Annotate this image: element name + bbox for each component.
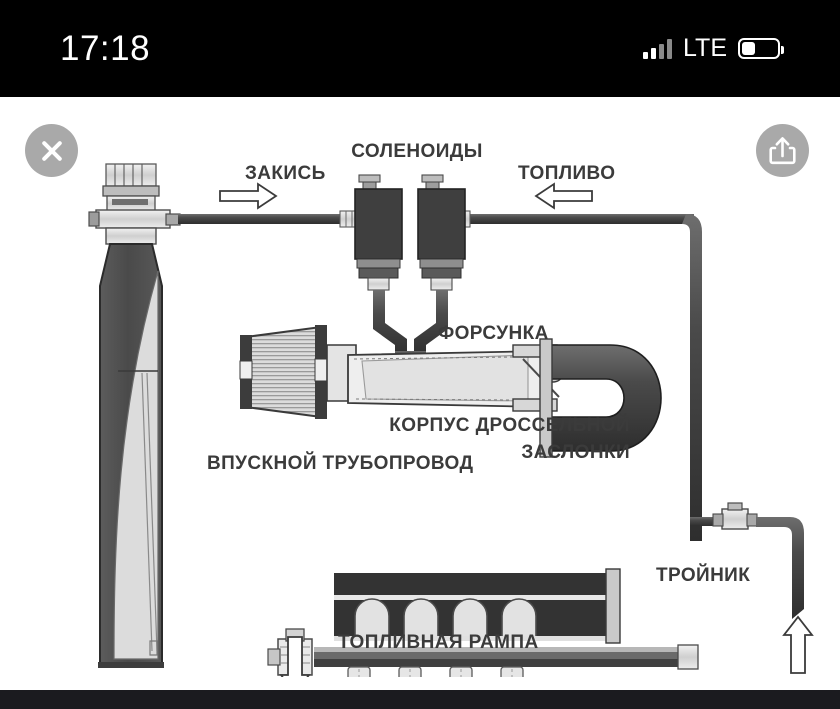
nitrous-system-diagram: NOS: [14, 111, 826, 677]
label-nozzle: ФОРСУНКА: [438, 323, 549, 344]
signal-bars-icon: [643, 38, 672, 59]
share-icon: [769, 137, 796, 165]
label-throttle-body-line2: ЗАСЛОНКИ: [521, 442, 630, 463]
intake-manifold: [334, 568, 621, 644]
nitrous-flow-arrow: [219, 182, 278, 210]
label-bottle: NOS: [112, 676, 150, 677]
label-nitrous: ЗАКИСЬ: [245, 163, 326, 184]
network-type-label: LTE: [683, 34, 727, 62]
fuel-rail: [314, 644, 699, 677]
share-button[interactable]: [756, 124, 809, 177]
return-down-arrow: [279, 636, 311, 677]
fuel-solenoid: [417, 174, 466, 291]
throttle-body: [347, 344, 563, 412]
diagram-image[interactable]: NOS: [14, 111, 826, 677]
supply-up-arrow: [782, 615, 814, 674]
label-fuel: ТОПЛИВО: [518, 163, 615, 184]
label-throttle-body-line1: КОРПУС ДРОССЕЛЬНОЙ: [389, 414, 630, 436]
status-bar-indicators: LTE: [643, 34, 784, 63]
nos-bottle: [88, 163, 181, 668]
intake-clamp: [539, 338, 553, 458]
tee-fitting: [690, 502, 804, 619]
label-tee: ТРОЙНИК: [656, 564, 750, 586]
bottom-bar: [0, 690, 840, 709]
status-bar: 17:18 LTE: [0, 0, 840, 97]
close-icon: [39, 138, 65, 164]
intake-u-bend: [547, 344, 662, 452]
label-fuel-rail: ТОПЛИВНАЯ РАМПА: [338, 632, 539, 653]
label-intake-manifold: ВПУСКНОЙ ТРУБОПРОВОД: [207, 452, 473, 474]
close-button[interactable]: [25, 124, 78, 177]
fuel-flow-arrow: [534, 182, 593, 210]
status-bar-clock: 17:18: [60, 28, 151, 68]
battery-icon: [738, 38, 784, 59]
nitrous-solenoid: [354, 174, 403, 291]
image-viewer-sheet: NOS: [0, 97, 840, 690]
label-solenoids: СОЛЕНОИДЫ: [351, 141, 482, 162]
